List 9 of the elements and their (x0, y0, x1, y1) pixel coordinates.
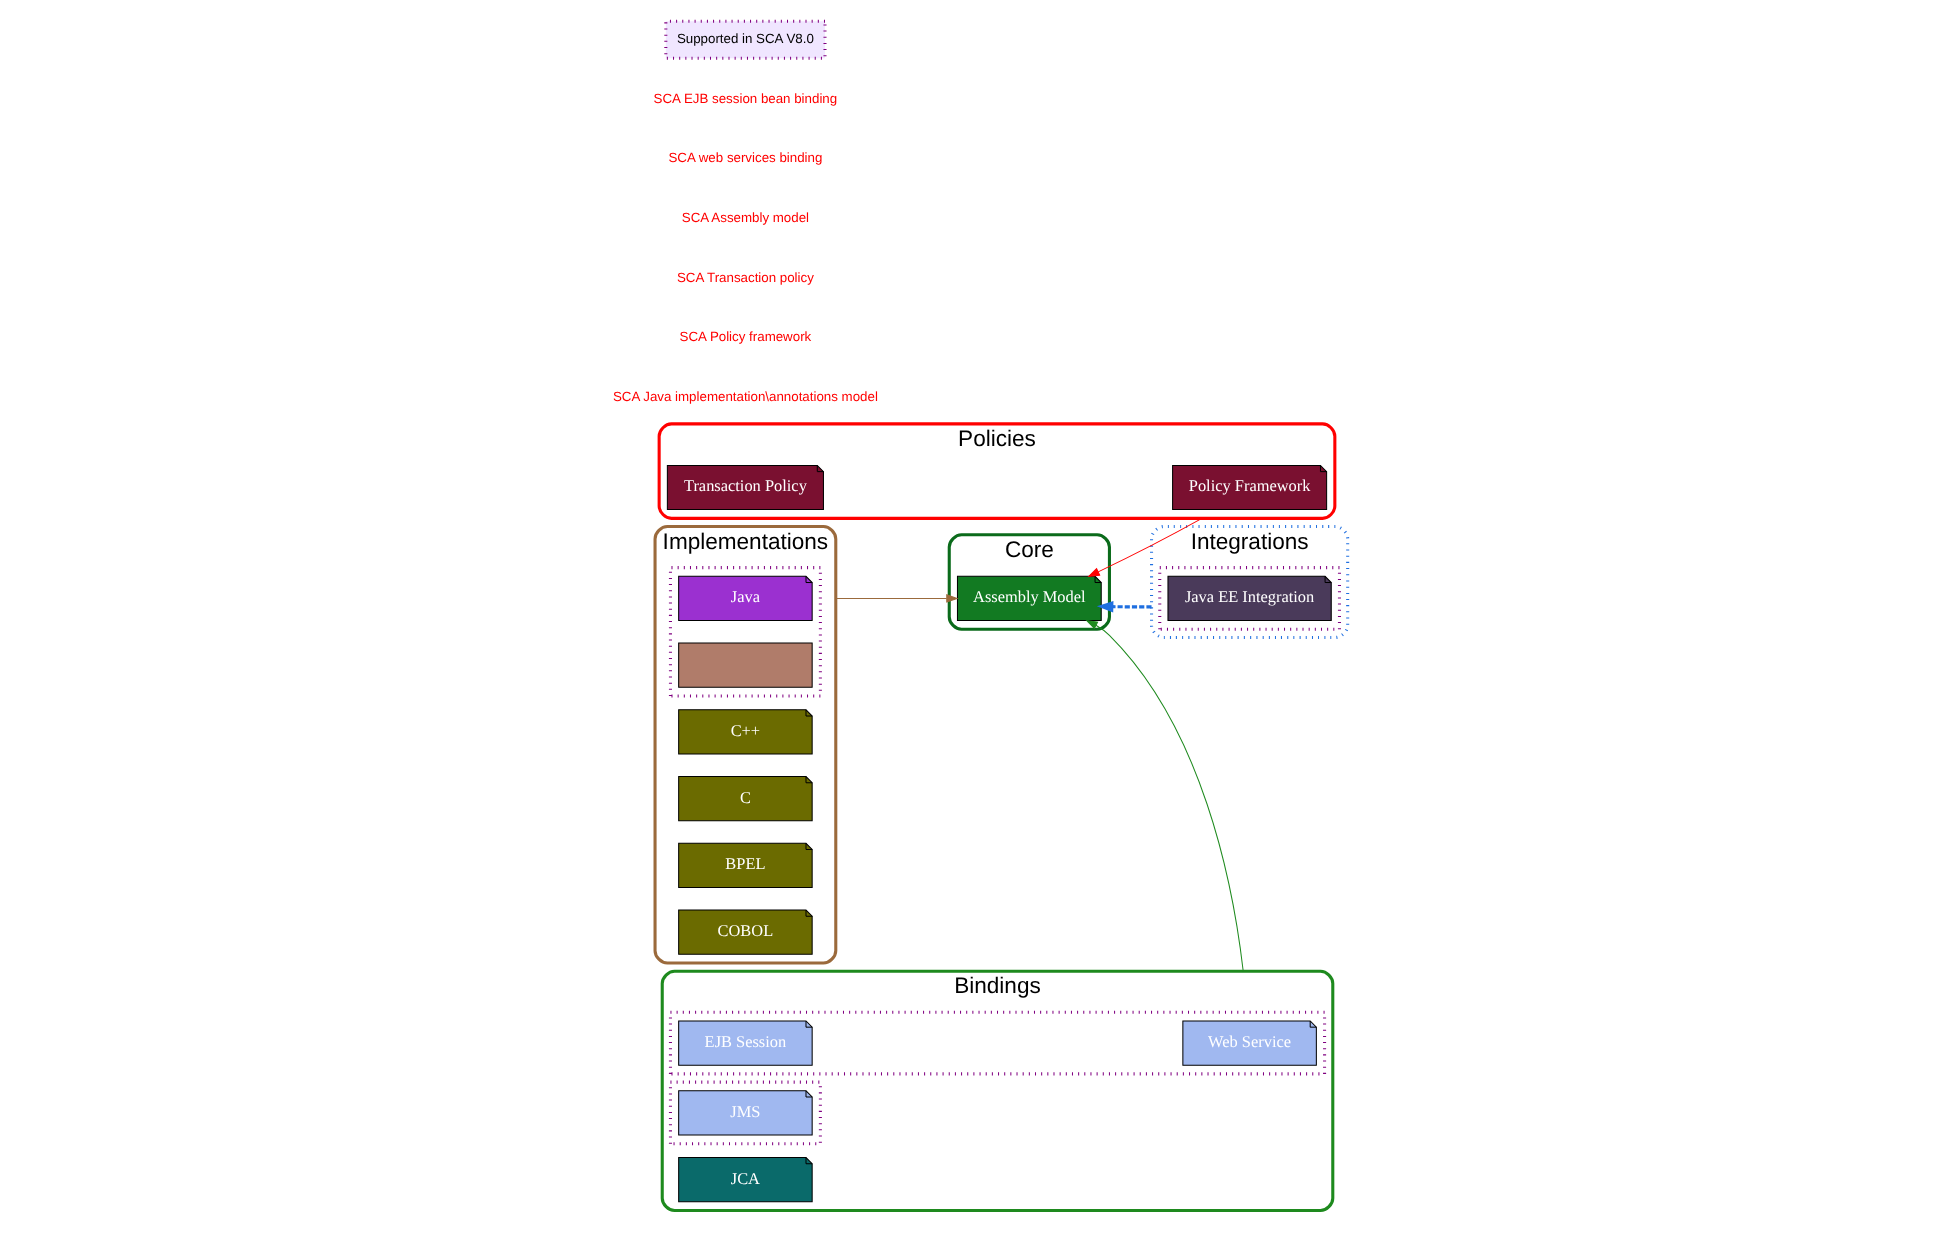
arrow (1084, 619, 1243, 972)
node-box (677, 642, 812, 688)
cluster (667, 1080, 821, 1146)
cluster (667, 566, 821, 698)
arrow (1086, 517, 1202, 577)
arrow (1095, 600, 1151, 613)
arrow (834, 594, 958, 603)
cluster (667, 1010, 1326, 1076)
cluster (1157, 566, 1340, 631)
